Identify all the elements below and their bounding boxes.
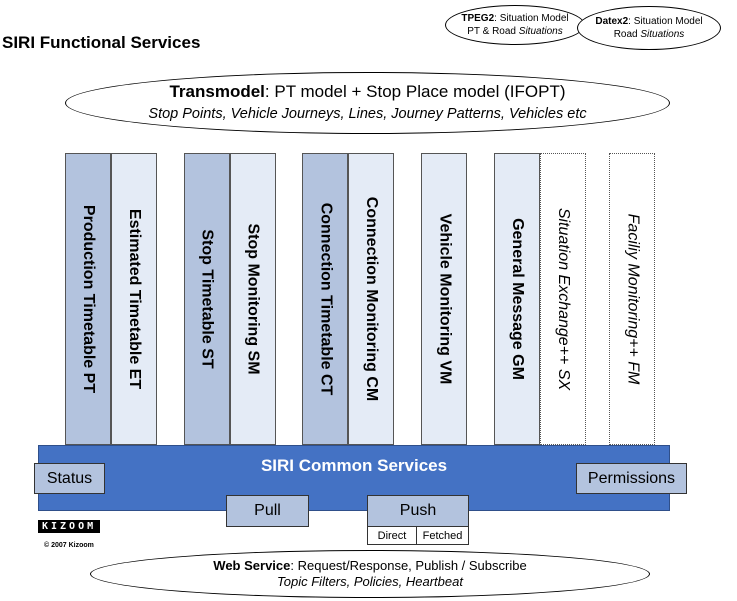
common-services-label: SIRI Common Services bbox=[260, 456, 448, 475]
service-label: Connection Timetable CT bbox=[317, 202, 335, 396]
tpeg2-line1: TPEG2: Situation Model bbox=[461, 12, 568, 25]
status-label: Status bbox=[46, 469, 93, 487]
transmodel-ellipse: Transmodel: PT model + Stop Place model … bbox=[65, 72, 670, 134]
service-column-estimated-timetable: Estimated Timetable ET bbox=[111, 153, 157, 445]
permissions-label: Permissions bbox=[587, 469, 676, 487]
datex2-ellipse: Datex2: Situation Model Road Situations bbox=[577, 6, 721, 50]
transmodel-line1: Transmodel: PT model + Stop Place model … bbox=[148, 81, 586, 103]
web-service-line2: Topic Filters, Policies, Heartbeat bbox=[277, 574, 463, 589]
service-label: Estimated Timetable ET bbox=[126, 208, 144, 390]
datex2-line1: Datex2: Situation Model bbox=[595, 15, 702, 28]
fetched-box: Fetched bbox=[416, 526, 469, 545]
service-label: Situation Exchange++ SX bbox=[555, 207, 573, 391]
tpeg2-text1: : Situation Model bbox=[494, 13, 569, 24]
service-label: Production Timetable PT bbox=[80, 204, 98, 394]
fetched-label: Fetched bbox=[422, 529, 463, 542]
service-label: Stop Monitoring SM bbox=[245, 223, 263, 375]
pull-box: Pull bbox=[226, 495, 309, 527]
common-services-bar: SIRI Common Services bbox=[38, 445, 670, 511]
copyright-text: © 2007 Kizoom bbox=[44, 542, 94, 549]
service-label: Faciliy Monitoring++ FM bbox=[624, 213, 641, 385]
transmodel-text1: : PT model + Stop Place model (IFOPT) bbox=[264, 82, 566, 101]
kizoom-logo: KIZOOM bbox=[38, 520, 101, 533]
service-column-stop-timetable: Stop Timetable ST bbox=[184, 153, 230, 445]
service-column-situation-exchange: Situation Exchange++ SX bbox=[540, 153, 586, 445]
transmodel-name: Transmodel bbox=[169, 82, 265, 101]
tpeg2-name: TPEG2 bbox=[461, 13, 495, 24]
datex2-name: Datex2 bbox=[595, 16, 629, 27]
pull-label: Pull bbox=[254, 502, 281, 519]
direct-label: Direct bbox=[377, 529, 407, 542]
web-service-ellipse: Web Service: Request/Response, Publish /… bbox=[90, 550, 650, 598]
service-label: Stop Timetable ST bbox=[199, 229, 216, 369]
service-column-connection-timetable: Connection Timetable CT bbox=[302, 153, 348, 445]
status-box: Status bbox=[34, 463, 105, 494]
service-column-connection-monitoring: Connection Monitoring CM bbox=[348, 153, 394, 445]
web-service-line1: Web Service: Request/Response, Publish /… bbox=[213, 558, 526, 574]
service-label: Vehicle Monitoring VM bbox=[436, 213, 453, 385]
service-label: Connection Monitoring CM bbox=[363, 196, 380, 402]
permissions-box: Permissions bbox=[576, 463, 687, 494]
service-column-stop-monitoring: Stop Monitoring SM bbox=[230, 153, 276, 445]
datex2-text1: : Situation Model bbox=[628, 16, 703, 27]
service-column-general-message: General Message GM bbox=[494, 153, 540, 445]
push-box: Push bbox=[367, 495, 469, 527]
kizoom-logo-text: KIZOOM bbox=[42, 521, 97, 532]
web-service-text1: : Request/Response, Publish / Subscribe bbox=[290, 558, 527, 573]
tpeg2-text2b: Situations bbox=[518, 26, 563, 37]
page-title: SIRI Functional Services bbox=[2, 33, 201, 52]
service-label: General Message GM bbox=[509, 218, 526, 380]
service-column-facility-monitoring: Faciliy Monitoring++ FM bbox=[609, 153, 655, 445]
direct-box: Direct bbox=[367, 526, 417, 545]
tpeg2-text2a: PT & Road bbox=[467, 26, 519, 37]
tpeg2-line2: PT & Road Situations bbox=[461, 25, 568, 38]
tpeg2-ellipse: TPEG2: Situation Model PT & Road Situati… bbox=[445, 5, 585, 45]
datex2-text2b: Situations bbox=[640, 29, 685, 40]
service-column-vehicle-monitoring: Vehicle Monitoring VM bbox=[421, 153, 467, 445]
push-label: Push bbox=[399, 502, 437, 519]
web-service-name: Web Service bbox=[213, 558, 291, 573]
service-column-production-timetable: Production Timetable PT bbox=[65, 153, 111, 445]
transmodel-line2: Stop Points, Vehicle Journeys, Lines, Jo… bbox=[148, 106, 587, 122]
datex2-text2a: Road bbox=[613, 29, 641, 40]
datex2-line2: Road Situations bbox=[595, 28, 702, 41]
